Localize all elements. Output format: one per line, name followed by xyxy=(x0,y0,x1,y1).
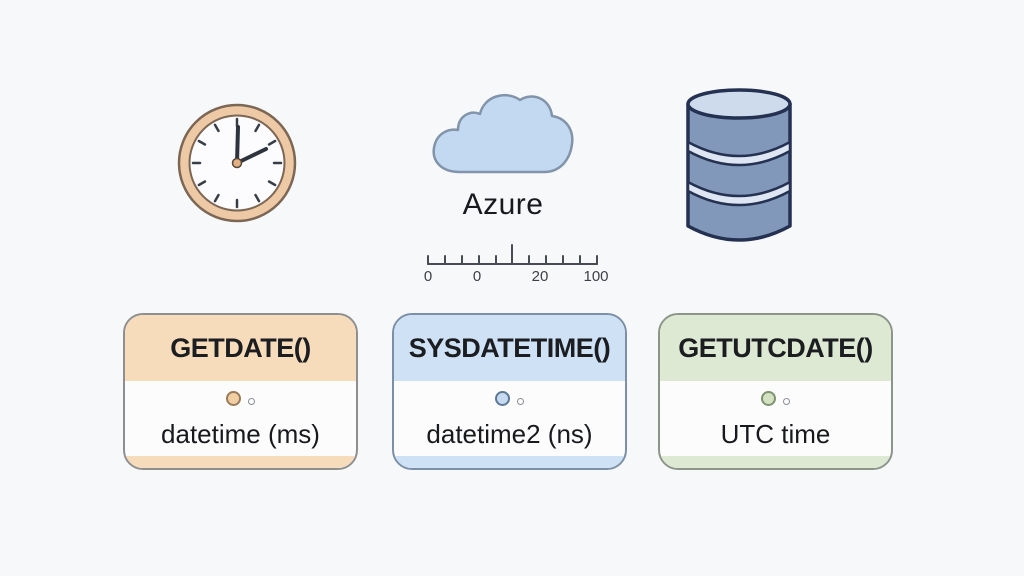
card-body: datetime (ms) xyxy=(125,381,356,450)
ruler-label: 100 xyxy=(583,268,609,285)
ruler-label: 20 xyxy=(531,268,549,285)
card-subtitle: datetime (ms) xyxy=(161,419,320,449)
card-header: GETDATE() xyxy=(125,315,356,381)
dots-row xyxy=(761,390,790,406)
card-subtitle: UTC time xyxy=(720,419,831,449)
minute-hand xyxy=(235,125,240,165)
timeline-ruler: 0 0 20 100 xyxy=(420,242,609,290)
dot-small-icon xyxy=(517,398,524,405)
database-top xyxy=(686,88,792,120)
ruler-label: 0 xyxy=(472,268,482,285)
card-footer-strip xyxy=(125,456,356,468)
card-getutcdate: GETUTCDATE() UTC time xyxy=(658,313,893,470)
clock-hub xyxy=(231,157,243,169)
card-body: datetime2 (ns) xyxy=(394,381,625,450)
azure-label: Azure xyxy=(462,188,544,221)
card-title: GETUTCDATE() xyxy=(678,332,873,363)
card-body: UTC time xyxy=(660,381,891,450)
card-title: SYSDATETIME() xyxy=(408,332,611,363)
card-header: GETUTCDATE() xyxy=(660,315,891,381)
dot-small-icon xyxy=(248,398,255,405)
database-body xyxy=(686,102,792,242)
ruler-marks xyxy=(427,244,598,265)
ruler-svg xyxy=(427,244,598,265)
clock-hands xyxy=(235,125,268,165)
clock-icon xyxy=(176,101,298,225)
database-band xyxy=(686,179,792,207)
database-svg xyxy=(686,88,792,242)
card-title: GETDATE() xyxy=(170,332,311,363)
database-band xyxy=(686,139,792,167)
ruler-label: 0 xyxy=(423,268,433,285)
cloud-svg xyxy=(432,94,574,174)
card-footer-strip xyxy=(660,456,891,468)
clock-svg xyxy=(177,103,297,223)
dot-icon xyxy=(761,390,776,406)
card-sysdatetime: SYSDATETIME() datetime2 (ns) xyxy=(392,313,627,470)
dots-row xyxy=(495,390,524,406)
clock-ticks xyxy=(191,117,283,209)
azure-cloud-icon xyxy=(428,84,578,180)
database-icon xyxy=(684,88,794,246)
card-getdate: GETDATE() datetime (ms) xyxy=(123,313,358,470)
card-footer-strip xyxy=(394,456,625,468)
dot-icon xyxy=(226,390,241,406)
dot-small-icon xyxy=(783,398,790,405)
hour-hand xyxy=(235,147,268,165)
card-subtitle: datetime2 (ns) xyxy=(426,419,593,449)
dots-row xyxy=(226,390,255,406)
dot-icon xyxy=(495,390,510,406)
cloud-shape xyxy=(432,94,574,174)
card-header: SYSDATETIME() xyxy=(394,315,625,381)
